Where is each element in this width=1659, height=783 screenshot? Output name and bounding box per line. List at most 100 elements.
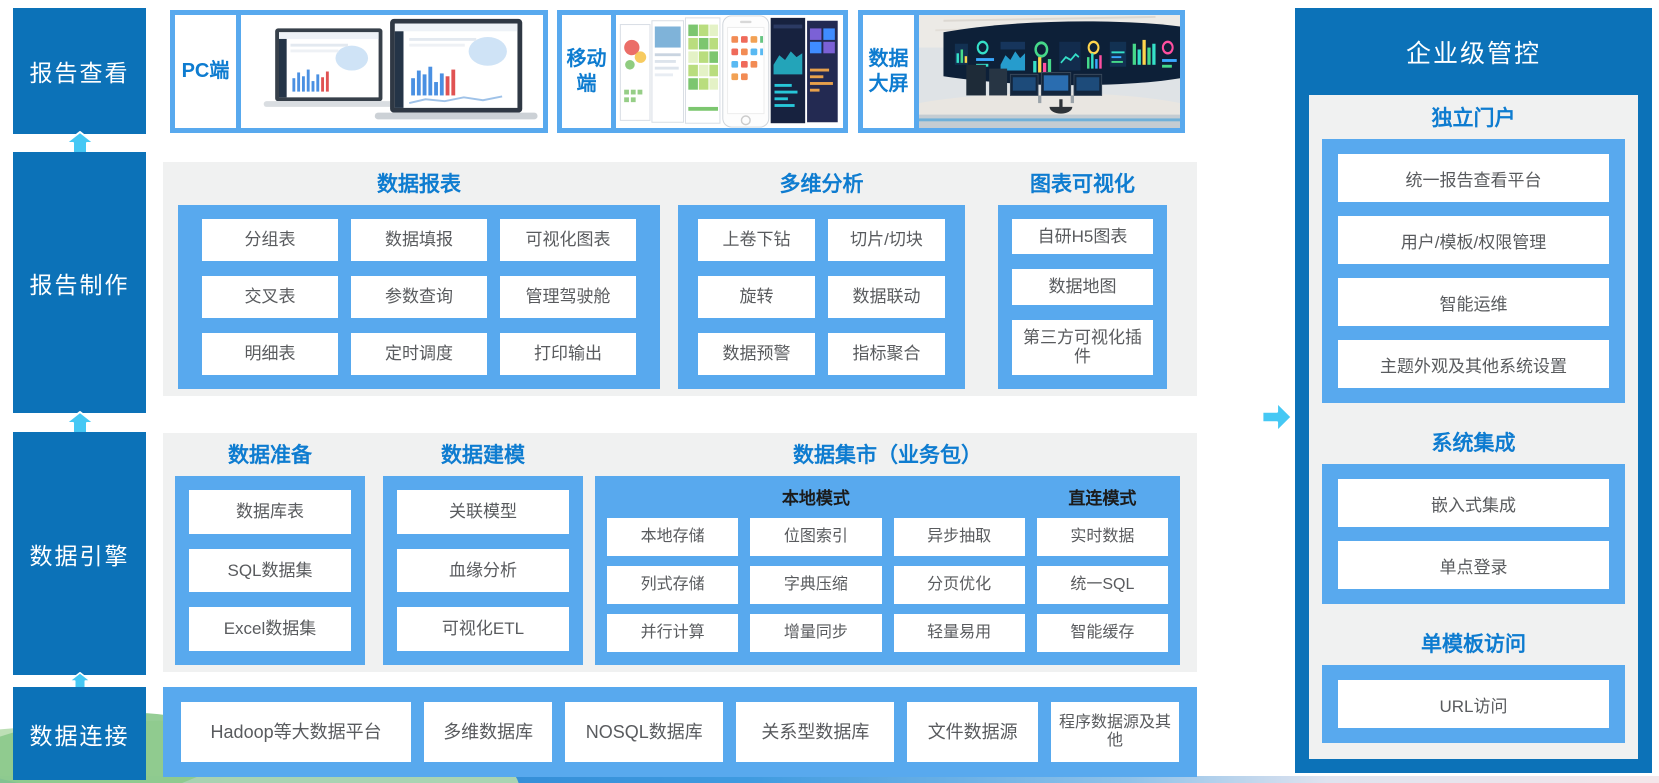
feature-box: 数据预警	[698, 333, 815, 375]
group-data-mart: 数据集市（业务包） 本地模式 直连模式 本地存储 位图索引 异步抽取 实时数据 …	[595, 433, 1180, 672]
datasource-box: 关系型数据库	[736, 702, 895, 762]
data-engine-panel: 数据准备 数据库表 SQL数据集 Excel数据集 数据建模 关联模型 血缘分析…	[163, 433, 1197, 672]
feature-box: 关联模型	[397, 490, 569, 534]
feature-box: 明细表	[202, 333, 338, 375]
feature-box: 自研H5图表	[1012, 219, 1153, 255]
feature-box: 用户/模板/权限管理	[1338, 216, 1609, 264]
feature-box: 上卷下钻	[698, 219, 815, 261]
feature-box: 列式存储	[607, 566, 739, 604]
group-title: 数据准备	[228, 444, 312, 467]
feature-box: 管理驾驶舱	[500, 276, 636, 318]
visualization-grid: 自研H5图表 数据地图 第三方可视化插件	[998, 205, 1167, 389]
control-room-image	[919, 15, 1180, 128]
feature-box: 交叉表	[202, 276, 338, 318]
feature-box: 切片/切块	[828, 219, 945, 261]
bottom-gradient-bar	[0, 776, 1659, 783]
enterprise-governance-body: 独立门户 统一报告查看平台 用户/模板/权限管理 智能运维 主题外观及其他系统设…	[1309, 95, 1638, 759]
local-mode-header: 本地模式	[781, 488, 850, 508]
bigscreen-label: 数据大屏	[863, 15, 919, 128]
feature-box: 血缘分析	[397, 548, 569, 593]
section-title-portal: 独立门户	[1431, 107, 1516, 130]
pc-client-label: PC端	[175, 15, 241, 128]
layer-report-making: 报告制作	[13, 152, 146, 413]
up-arrow-icon	[13, 410, 146, 435]
enterprise-governance-panel: 企业级管控 独立门户 统一报告查看平台 用户/模板/权限管理 智能运维 主题外观…	[1295, 8, 1652, 773]
datasource-box: 文件数据源	[907, 702, 1038, 762]
data-preparation-grid: 数据库表 SQL数据集 Excel数据集	[175, 476, 365, 665]
bigscreen-box: 数据大屏	[858, 10, 1185, 133]
feature-box: 打印输出	[500, 333, 636, 375]
feature-box: 智能缓存	[1036, 614, 1168, 652]
devices-row: PC端	[163, 10, 1197, 133]
feature-box: URL访问	[1338, 680, 1609, 728]
olap-grid: 上卷下钻 切片/切块 旋转 数据联动 数据预警 指标聚合	[678, 205, 965, 389]
layer-data-engine: 数据引擎	[13, 432, 146, 675]
layer-data-connection: 数据连接	[13, 687, 146, 780]
pc-client-box: PC端	[170, 10, 548, 133]
group-data-reports: 数据报表 分组表 数据填报 可视化图表 交叉表 参数查询 管理驾驶舱 明细表 定…	[178, 162, 660, 396]
feature-box: 参数查询	[351, 276, 487, 318]
feature-box: 统一SQL	[1036, 566, 1168, 604]
feature-box: 定时调度	[351, 333, 487, 375]
group-olap-analysis: 多维分析 上卷下钻 切片/切块 旋转 数据联动 数据预警 指标聚合	[678, 162, 965, 396]
integration-items: 嵌入式集成 单点登录	[1322, 464, 1625, 604]
feature-box: 字典压缩	[750, 566, 882, 604]
feature-box: 分页优化	[893, 566, 1025, 604]
right-arrow-icon	[1261, 399, 1293, 435]
layer-rail: 报告查看 报告制作 数据引擎 数据连接	[13, 8, 146, 780]
feature-box: 可视化ETL	[397, 607, 569, 651]
data-reports-grid: 分组表 数据填报 可视化图表 交叉表 参数查询 管理驾驶舱 明细表 定时调度 打…	[178, 205, 660, 389]
group-chart-visualization: 图表可视化 自研H5图表 数据地图 第三方可视化插件	[998, 162, 1167, 396]
datasource-box: 多维数据库	[424, 702, 553, 762]
enterprise-governance-title: 企业级管控	[1405, 39, 1541, 68]
feature-box: 数据库表	[189, 490, 351, 534]
feature-box: SQL数据集	[189, 548, 351, 593]
group-title: 图表可视化	[1030, 173, 1135, 196]
data-connection-row: Hadoop等大数据平台 多维数据库 NOSQL数据库 关系型数据库 文件数据源…	[163, 687, 1197, 777]
group-data-preparation: 数据准备 数据库表 SQL数据集 Excel数据集	[175, 433, 365, 672]
feature-box: 第三方可视化插件	[1012, 319, 1153, 375]
pc-dashboards-image	[241, 15, 543, 128]
feature-box: 旋转	[698, 276, 815, 318]
mobile-client-box: 移动端	[557, 10, 848, 133]
feature-box: 分组表	[202, 219, 338, 261]
feature-box: 可视化图表	[500, 219, 636, 261]
feature-box: 数据地图	[1012, 269, 1153, 305]
group-title: 数据建模	[441, 444, 525, 467]
report-making-panel: 数据报表 分组表 数据填报 可视化图表 交叉表 参数查询 管理驾驶舱 明细表 定…	[163, 162, 1197, 396]
group-title: 多维分析	[779, 173, 864, 196]
datasource-box: 程序数据源及其他	[1050, 702, 1180, 762]
feature-box: 轻量易用	[893, 614, 1025, 652]
section-title-integration: 系统集成	[1431, 432, 1516, 455]
portal-items: 统一报告查看平台 用户/模板/权限管理 智能运维 主题外观及其他系统设置	[1322, 139, 1625, 403]
datasource-box: Hadoop等大数据平台	[181, 702, 412, 762]
direct-mode-header: 直连模式	[1068, 488, 1137, 508]
feature-box: 位图索引	[750, 518, 882, 556]
up-arrow-icon	[13, 672, 146, 690]
group-data-modeling: 数据建模 关联模型 血缘分析 可视化ETL	[383, 433, 583, 672]
mobile-client-label: 移动端	[562, 15, 616, 128]
feature-box: 并行计算	[607, 614, 739, 652]
feature-box: 主题外观及其他系统设置	[1338, 340, 1609, 388]
feature-box: 单点登录	[1338, 541, 1609, 589]
feature-box: 实时数据	[1036, 518, 1168, 556]
datasource-box: NOSQL数据库	[565, 702, 724, 762]
feature-box: 本地存储	[607, 518, 739, 556]
feature-box: 统一报告查看平台	[1338, 154, 1609, 202]
section-title-single-template: 单模板访问	[1421, 633, 1526, 656]
feature-box: 异步抽取	[893, 518, 1025, 556]
mobile-screens-image	[616, 15, 843, 128]
group-title: 数据集市（业务包）	[793, 444, 982, 467]
feature-box: 数据联动	[828, 276, 945, 318]
main-content: PC端	[163, 10, 1197, 777]
group-title: 数据报表	[377, 173, 461, 196]
up-arrow-icon	[13, 131, 146, 155]
single-template-items: URL访问	[1322, 665, 1625, 743]
layer-report-viewing: 报告查看	[13, 8, 146, 134]
feature-box: 指标聚合	[828, 333, 945, 375]
feature-box: 增量同步	[750, 614, 882, 652]
feature-box: 智能运维	[1338, 278, 1609, 326]
feature-box: 数据填报	[351, 219, 487, 261]
data-modeling-grid: 关联模型 血缘分析 可视化ETL	[383, 476, 583, 665]
